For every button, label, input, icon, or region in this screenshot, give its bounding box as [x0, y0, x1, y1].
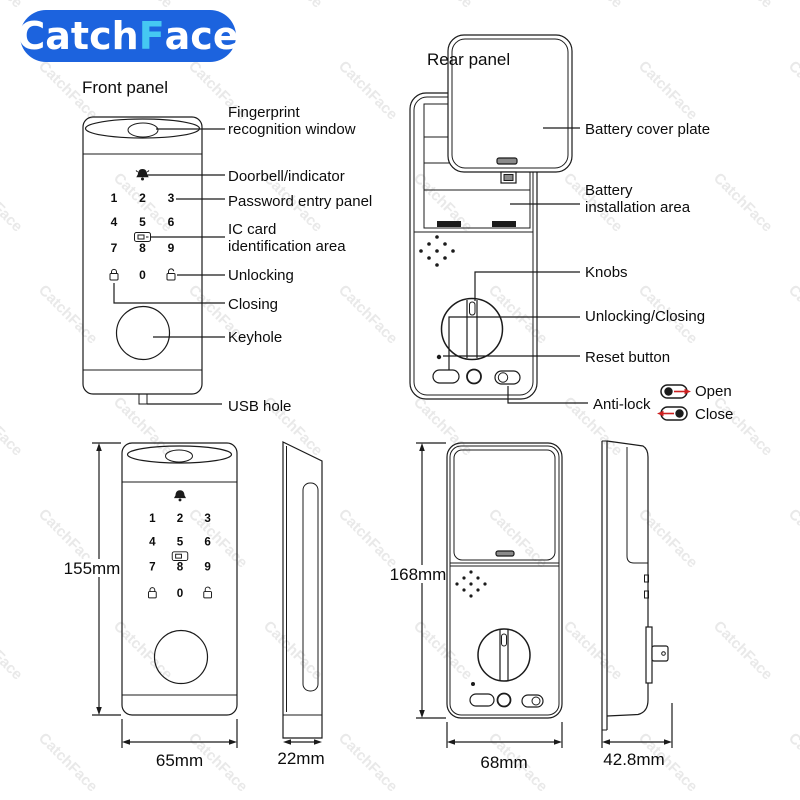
label-closing: Closing	[228, 296, 279, 313]
front-panel-outline	[82, 116, 203, 395]
key-2: 2	[177, 512, 183, 525]
unlock-close-button	[469, 693, 495, 707]
front-dimension-view: 1 2 3 4 5 6 7 8 9 0	[64, 442, 238, 770]
keyhole	[115, 305, 171, 361]
front-width-label: 65mm	[156, 751, 203, 770]
label-battery-cover: Battery cover plate	[585, 121, 711, 138]
rear-dimension-view: 168mm 68mm	[390, 442, 563, 772]
front-height-label: 155mm	[64, 559, 121, 578]
lock-closed-icon	[109, 268, 119, 281]
ic-card-icon	[171, 551, 189, 562]
key-5: 5	[177, 536, 184, 549]
lock-open-icon	[203, 586, 213, 599]
reset-button	[471, 682, 475, 686]
label-ic-card: IC card identification area	[228, 221, 346, 255]
front-panel-drawing: 1 2 3 4 5 6 7 8 9 0	[82, 116, 225, 405]
label-unlocking: Unlocking	[228, 267, 294, 284]
label-battery-install: Battery installation area	[585, 182, 690, 216]
key-2: 2	[139, 191, 146, 205]
key-1: 1	[111, 191, 118, 205]
key-6: 6	[204, 536, 211, 549]
label-ic-line1: IC card	[228, 221, 277, 238]
battery-cover-area	[453, 449, 556, 561]
rear-height-label: 168mm	[390, 565, 447, 584]
anti-lock-button	[521, 694, 544, 708]
front-panel-title: Front panel	[82, 78, 168, 97]
key-9: 9	[168, 241, 175, 255]
label-anti-lock: Anti-lock	[593, 396, 651, 413]
rear-leader-lines	[443, 127, 588, 404]
key-7: 7	[111, 241, 118, 255]
key-0: 0	[177, 587, 183, 600]
logo-text-accent: F	[138, 14, 165, 58]
knob-side-profile	[645, 626, 669, 684]
toggle-close-icon	[657, 406, 688, 421]
side-dimension-view: 22mm	[277, 441, 325, 768]
doorbell-icon	[173, 490, 187, 502]
label-battery-line2: installation area	[585, 199, 691, 216]
doorbell-icon	[135, 169, 150, 181]
usb-hole	[138, 394, 148, 405]
dim-428: 42.8mm	[601, 703, 673, 769]
round-button	[466, 368, 482, 385]
lock-open-icon	[166, 268, 176, 281]
label-ic-line2: identification area	[228, 238, 346, 255]
key-6: 6	[168, 215, 175, 229]
knob	[440, 297, 504, 361]
label-reset: Reset button	[585, 349, 671, 366]
cover-handle	[496, 157, 518, 165]
rear-panel-drawing	[409, 34, 691, 421]
key-1: 1	[149, 512, 156, 525]
label-fingerprint-line2: recognition window	[228, 121, 356, 138]
label-doorbell: Doorbell/indicator	[228, 168, 345, 185]
label-close: Close	[695, 406, 734, 423]
speaker-holes	[455, 570, 487, 598]
label-fingerprint: Fingerprint recognition window	[228, 104, 356, 138]
lock-closed-icon	[147, 587, 157, 599]
speaker-holes	[419, 235, 455, 267]
rear-panel-title: Rear panel	[427, 50, 511, 69]
key-9: 9	[204, 561, 211, 574]
key-7: 7	[149, 561, 155, 574]
key-4: 4	[111, 215, 118, 229]
dim-155: 155mm	[64, 442, 121, 716]
front-depth-label: 22mm	[277, 749, 324, 768]
label-open: Open	[695, 383, 732, 400]
front-keypad: 1 2 3 4 5 6 7 8 9 0	[109, 169, 176, 282]
dim-65: 65mm	[121, 719, 238, 770]
round-button	[496, 692, 512, 708]
unlock-close-button	[432, 369, 460, 384]
front-dim-keypad: 1 2 3 4 5 6 7 8 9 0	[147, 490, 213, 600]
logo-text-1: Catch	[17, 14, 139, 58]
key-0: 0	[139, 268, 146, 282]
label-usb: USB hole	[228, 398, 292, 415]
front-leader-lines	[113, 128, 225, 405]
label-unlock-close: Unlocking/Closing	[585, 308, 706, 325]
key-5: 5	[139, 215, 146, 229]
dim-68: 68mm	[446, 722, 563, 772]
dim-22: 22mm	[277, 739, 325, 768]
reset-button	[436, 354, 442, 360]
key-8: 8	[139, 241, 146, 255]
knob	[477, 628, 531, 682]
key-3: 3	[204, 512, 211, 525]
label-fingerprint-line1: Fingerprint	[228, 104, 300, 121]
label-knobs: Knobs	[585, 264, 628, 281]
key-4: 4	[149, 536, 156, 549]
key-3: 3	[168, 191, 175, 205]
toggle-open-icon	[660, 384, 691, 399]
anti-lock-button	[494, 370, 521, 385]
label-keyhole: Keyhole	[228, 329, 283, 346]
key-8: 8	[177, 561, 184, 574]
dim-168: 168mm	[390, 442, 447, 719]
rear-depth-label: 42.8mm	[603, 750, 664, 769]
rear-width-label: 68mm	[480, 753, 527, 772]
label-password: Password entry panel	[228, 193, 373, 210]
logo-text-2: ace	[164, 14, 239, 58]
fingerprint-sensor	[127, 122, 159, 138]
label-battery-line1: Battery	[585, 182, 633, 199]
rear-side-dimension-view: 42.8mm	[601, 440, 673, 769]
